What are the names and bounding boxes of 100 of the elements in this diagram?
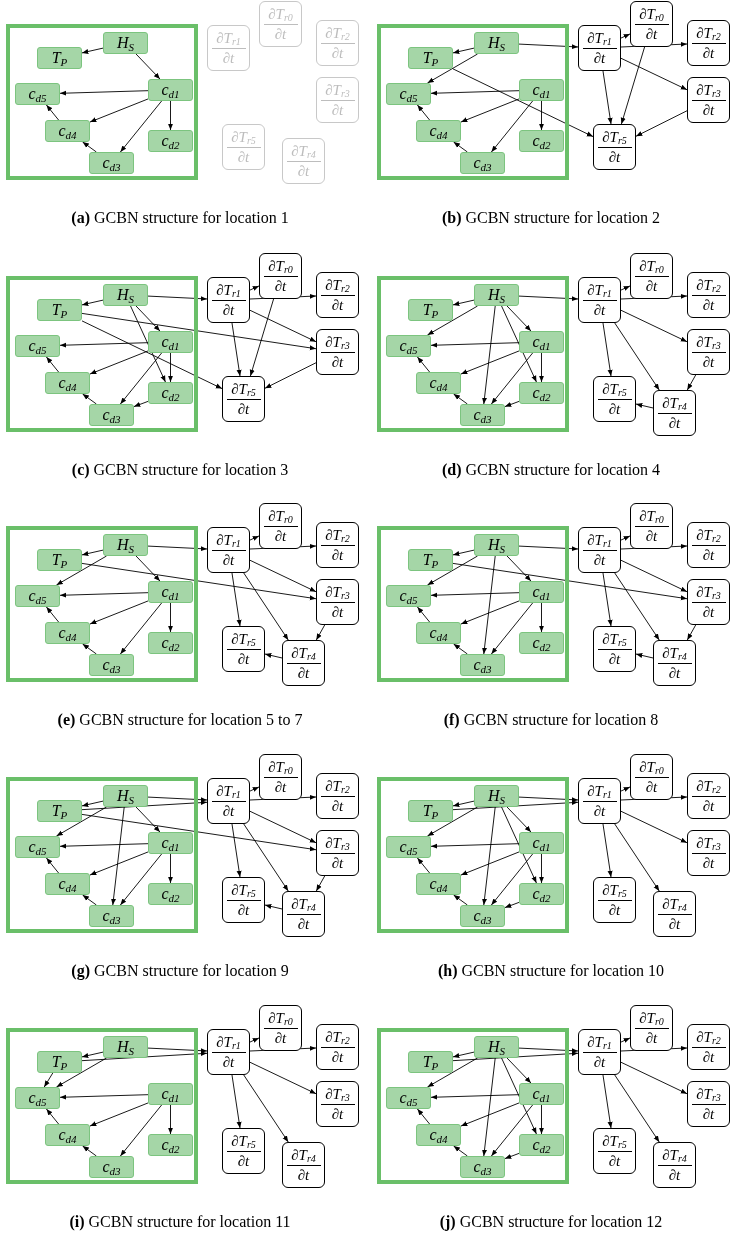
derivative-node <box>207 778 250 824</box>
figure-caption: (d) GCBN structure for location 4 <box>440 460 662 480</box>
arrow <box>620 1037 631 1043</box>
fraction-numerator: ∂T$_{r1}$ <box>587 1033 612 1051</box>
variable-node <box>148 79 193 101</box>
fraction-numerator: ∂T$_{r0}$ <box>268 1009 293 1027</box>
variable-node <box>148 1134 193 1156</box>
fraction-numerator: ∂T$_{r3}$ <box>696 583 721 601</box>
fraction-denominator: ∂t <box>702 854 715 872</box>
fraction-denominator: ∂t <box>645 1029 658 1047</box>
variable-node <box>386 83 431 105</box>
variable-label: c$_{d2}$ <box>161 385 180 401</box>
variable-node <box>460 1156 505 1178</box>
fraction-denominator: ∂t <box>331 353 344 371</box>
fraction-numerator: ∂T$_{r1}$ <box>216 531 241 549</box>
variable-label: c$_{d3}$ <box>473 155 492 171</box>
fraction-denominator: ∂t <box>645 25 658 43</box>
variable-node <box>416 372 461 394</box>
variable-node <box>148 883 193 905</box>
fraction-numerator: ∂T$_{r5}$ <box>602 128 627 146</box>
derivative-node <box>259 253 302 299</box>
fraction-numerator: ∂T$_{r4}$ <box>291 142 316 160</box>
variable-label: c$_{d3}$ <box>102 657 121 673</box>
variable-label: c$_{d3}$ <box>102 155 121 171</box>
derivative-node <box>259 1005 302 1051</box>
variable-node <box>460 654 505 676</box>
fraction-numerator: ∂T$_{r4}$ <box>662 1146 687 1164</box>
variable-node <box>408 800 453 822</box>
variable-node <box>89 905 134 927</box>
fraction-denominator: ∂t <box>331 854 344 872</box>
derivative-node <box>578 277 621 323</box>
variable-node <box>37 47 82 69</box>
variable-label: c$_{d2}$ <box>532 133 551 149</box>
variable-label: H$_{S}$ <box>116 1039 135 1055</box>
variable-label: c$_{d5}$ <box>399 86 418 102</box>
fraction-numerator: ∂T$_{r1}$ <box>587 281 612 299</box>
variable-node <box>45 1124 90 1146</box>
derivative-node <box>653 390 696 436</box>
variable-label: H$_{S}$ <box>116 287 135 303</box>
fraction-denominator: ∂t <box>593 301 606 319</box>
fraction-denominator: ∂t <box>297 915 310 933</box>
variable-label: c$_{d2}$ <box>161 886 180 902</box>
fraction-denominator: ∂t <box>668 414 681 432</box>
variable-node <box>416 1124 461 1146</box>
derivative-node <box>687 579 730 625</box>
derivative-node <box>630 253 673 299</box>
arrow <box>249 1037 260 1043</box>
variable-label: c$_{d3}$ <box>102 908 121 924</box>
variable-node <box>519 832 564 854</box>
variable-label: c$_{d1}$ <box>161 835 180 851</box>
variable-node <box>519 1134 564 1156</box>
derivative-node <box>222 877 265 923</box>
variable-node <box>474 785 519 807</box>
derivative-node <box>578 1029 621 1075</box>
variable-node <box>89 654 134 676</box>
variable-node <box>103 1036 148 1058</box>
derivative-node <box>316 77 359 123</box>
fraction-numerator: ∂T$_{r2}$ <box>696 1028 721 1046</box>
fraction-denominator: ∂t <box>331 797 344 815</box>
variable-label: c$_{d5}$ <box>399 338 418 354</box>
variable-label: c$_{d5}$ <box>28 588 47 604</box>
arrow <box>620 33 631 39</box>
fraction-denominator: ∂t <box>237 650 250 668</box>
variable-node <box>148 1083 193 1105</box>
derivative-node <box>316 272 359 318</box>
variable-label: c$_{d3}$ <box>473 407 492 423</box>
variable-node <box>148 581 193 603</box>
variable-label: c$_{d5}$ <box>399 1090 418 1106</box>
variable-label: c$_{d1}$ <box>532 82 551 98</box>
fraction-denominator: ∂t <box>702 44 715 62</box>
variable-node <box>45 372 90 394</box>
variable-node <box>408 549 453 571</box>
variable-node <box>519 581 564 603</box>
group-frame <box>377 777 569 933</box>
arrow <box>620 535 631 541</box>
derivative-node <box>282 1142 325 1188</box>
derivative-node <box>630 754 673 800</box>
figure-caption: (f) GCBN structure for location 8 <box>442 710 660 730</box>
variable-label: c$_{d3}$ <box>473 657 492 673</box>
derivative-node <box>687 329 730 375</box>
group-frame <box>377 526 569 682</box>
derivative-node <box>593 376 636 422</box>
fraction-denominator: ∂t <box>274 527 287 545</box>
variable-node <box>519 79 564 101</box>
variable-label: c$_{d2}$ <box>532 1137 551 1153</box>
fraction-numerator: ∂T$_{r2}$ <box>325 24 350 42</box>
variable-node <box>519 632 564 654</box>
figure-caption: (h) GCBN structure for location 10 <box>436 961 666 981</box>
variable-label: c$_{d1}$ <box>161 584 180 600</box>
group-frame <box>6 777 198 933</box>
fraction-denominator: ∂t <box>702 101 715 119</box>
derivative-node <box>578 778 621 824</box>
variable-label: c$_{d2}$ <box>532 886 551 902</box>
variable-label: T$_{P}$ <box>51 302 68 318</box>
variable-label: H$_{S}$ <box>116 788 135 804</box>
variable-node <box>148 382 193 404</box>
variable-label: T$_{P}$ <box>422 50 439 66</box>
derivative-node <box>282 891 325 937</box>
fraction-denominator: ∂t <box>331 1048 344 1066</box>
fraction-numerator: ∂T$_{r0}$ <box>639 758 664 776</box>
